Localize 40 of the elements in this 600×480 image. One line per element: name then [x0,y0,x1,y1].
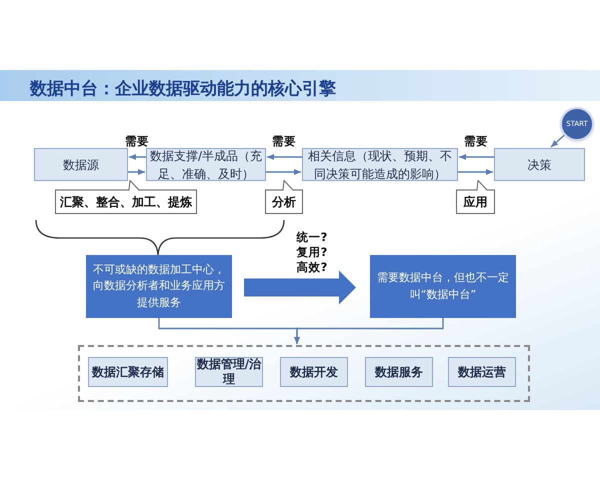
node-text: 相关信息（现状、预期、不同决策可能造成的影响） [307,148,453,182]
node-text: 分析 [272,194,296,211]
node-text: 汇聚、整合、加工、提炼 [60,194,192,211]
highlight-box [86,255,232,318]
capability-box [365,357,433,387]
block-arrow [244,270,356,304]
edge-label: 需要 [464,134,488,149]
process-box [494,148,585,181]
edge-label: 需要 [125,134,149,149]
node-text: 决策 [528,156,552,174]
node-text: 数据支撑/半成品（充足、准确、及时） [148,148,264,182]
node-text: 不可或缺的数据加工中心，向数据分析者和业务应用方提供服务 [92,262,226,311]
node-text: 数据源 [63,156,99,174]
arrow [128,169,145,175]
node-text: 数据服务 [375,364,423,380]
arrow [129,154,146,160]
node-text: 数据管理/治理 [196,357,262,387]
capability-box [88,357,168,387]
title: 数据中台：企业数据驱动能力的核心引擎 [30,78,336,101]
arrow [459,154,494,160]
arrow [266,169,301,175]
dashed-group [78,345,530,402]
node-text: 数据运营 [458,364,506,380]
node-text: 需要数据中台，但也不一定叫“数据中台” [376,270,510,302]
callout-box [456,180,495,214]
highlight-box [370,255,516,318]
callout-box [55,180,197,214]
node-text: 数据汇聚存储 [92,364,164,380]
node-text: 应用 [464,194,488,211]
capability-box [448,357,516,387]
callout-box [265,180,303,214]
process-box [34,148,128,181]
capability-box [280,357,348,387]
arrow [458,169,493,175]
arrow [267,154,302,160]
edge-label: 需要 [272,134,296,149]
edge-label: 统一? 复用? 高效? [295,230,328,275]
arrow [294,318,444,344]
node-text: 数据开发 [290,364,338,380]
arrow [550,134,565,148]
